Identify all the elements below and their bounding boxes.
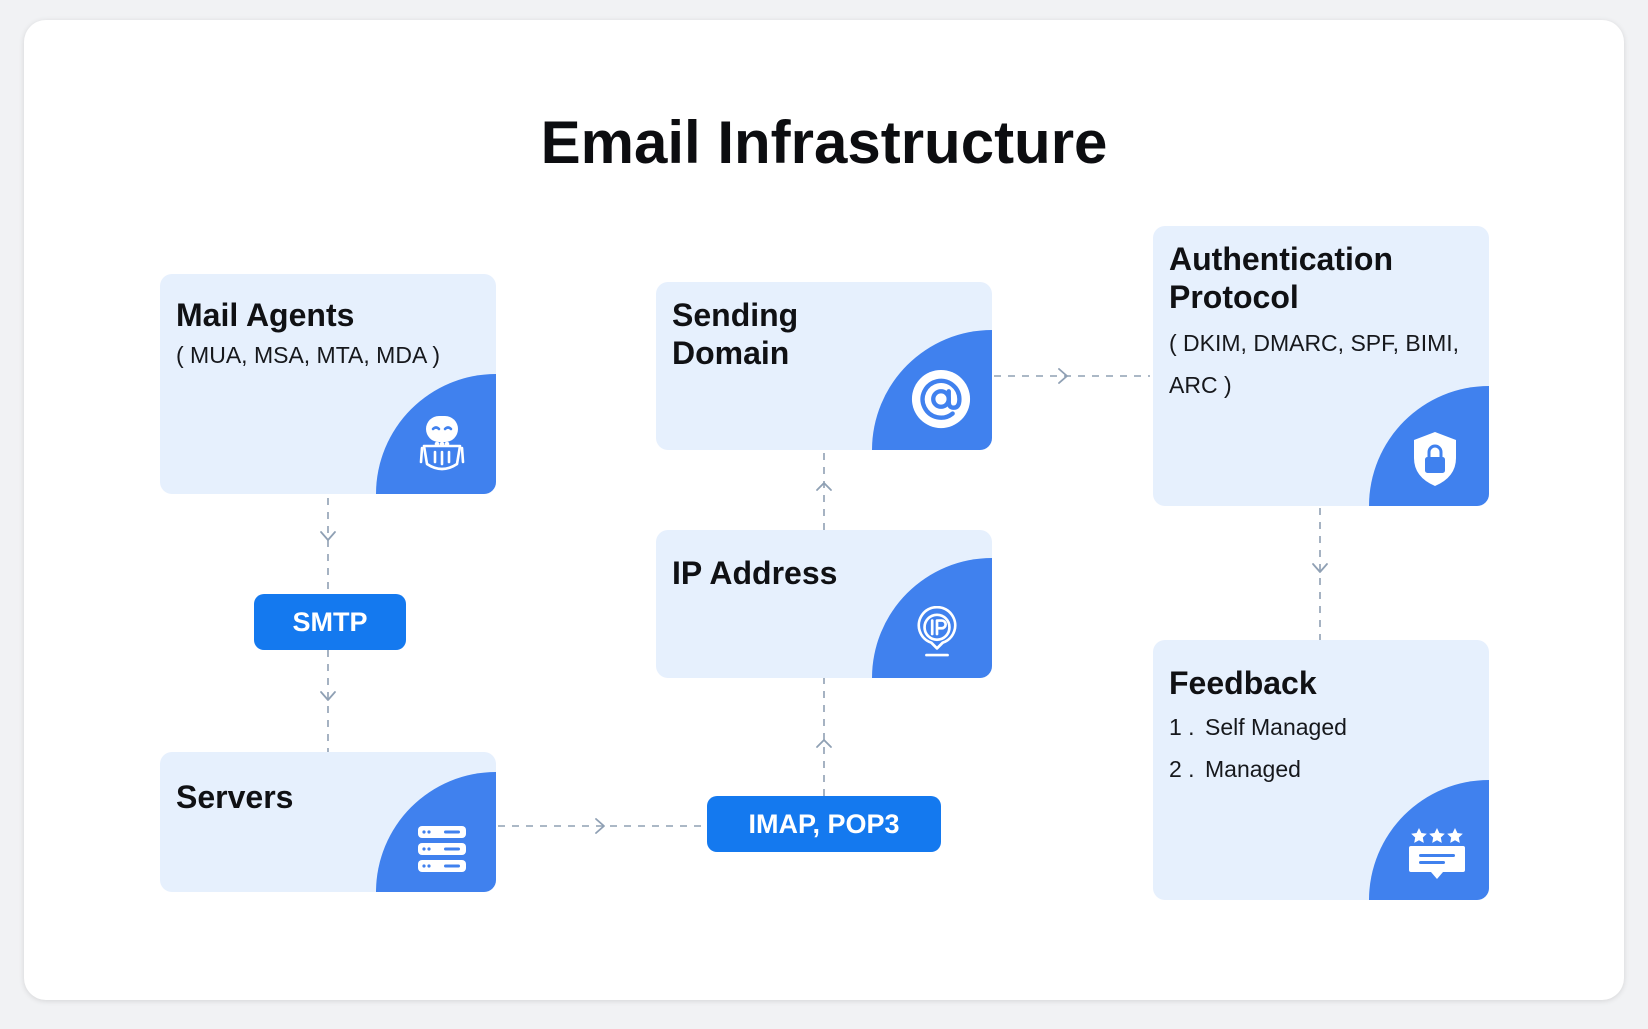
list-item-label: Managed [1205,756,1301,782]
smtp-label: SMTP [254,594,406,650]
node-subtitle: ( MUA, MSA, MTA, MDA ) [176,342,441,368]
ip-pin-icon [917,606,957,657]
list-item-number: 2 . [1169,756,1195,782]
node-servers: Servers [160,752,496,892]
list-item: 1 . Self Managed [1169,706,1347,748]
node-title-line-1: Authentication [1169,241,1393,277]
list-item-label: Self Managed [1205,714,1347,740]
imap-pop3-label: IMAP, POP3 [707,796,941,852]
node-subtitle: ( DKIM, DMARC, SPF, BIMI, ARC ) [1169,322,1459,406]
list-item-number: 1 . [1169,714,1195,740]
node-title-line-1: Sending [672,297,799,333]
rating-feedback-icon [1409,828,1465,879]
arrowhead-down [320,691,336,701]
node-title-line-2: Protocol [1169,279,1299,315]
server-stack-icon [418,826,466,872]
arrowhead-up [816,739,832,748]
node-feedback: Feedback 1 . Self Managed 2 . Managed [1153,640,1489,900]
shield-lock-icon [1414,432,1456,486]
node-title: Feedback [1169,665,1317,701]
node-title: Sending Domain [672,296,798,372]
list-item: 2 . Managed [1169,748,1347,790]
node-mail-agents: Mail Agents ( MUA, MSA, MTA, MDA ) [160,274,496,494]
node-title: Mail Agents [176,297,355,333]
at-sign-icon [911,369,971,429]
feedback-list: 1 . Self Managed 2 . Managed [1169,706,1347,790]
node-title: Authentication Protocol [1169,240,1393,316]
node-ip-address: IP Address [656,530,992,678]
arrowhead-right [1058,368,1068,384]
node-title-line-2: Domain [672,335,790,371]
node-title: Servers [176,779,294,815]
node-authentication-protocol: Authentication Protocol ( DKIM, DMARC, S… [1153,226,1489,506]
node-sending-domain: Sending Domain [656,282,992,450]
arrowhead-right [595,818,605,834]
node-title: IP Address [672,555,838,591]
arrowhead-down [1312,563,1328,573]
arrowhead-up [816,482,832,491]
node-subtitle-line-1: ( DKIM, DMARC, SPF, BIMI, [1169,330,1460,356]
arrowhead-down [320,531,336,541]
node-subtitle-line-2: ARC ) [1169,372,1232,398]
robot-icon [419,416,465,471]
diagram-title: Email Infrastructure [540,109,1108,176]
